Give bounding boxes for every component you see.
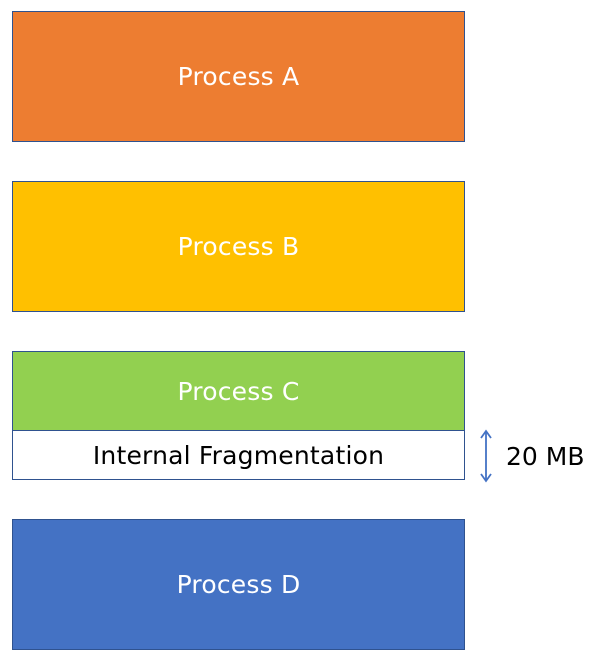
fragment-size-label: 20 MB [506, 442, 585, 471]
fragment-size-annotation: 20 MB [476, 428, 596, 484]
process-a-label: Process A [177, 62, 300, 91]
double-arrow-icon [480, 429, 492, 483]
process-d-block: Process D [12, 519, 465, 650]
internal-fragmentation-label: Internal Fragmentation [92, 440, 385, 470]
internal-fragmentation-block: Internal Fragmentation [12, 430, 465, 480]
process-a-block: Process A [12, 11, 465, 142]
process-b-label: Process B [177, 232, 300, 261]
process-c-block: Process C [12, 351, 465, 430]
process-c-label: Process C [177, 376, 300, 406]
process-b-block: Process B [12, 181, 465, 312]
process-d-label: Process D [176, 570, 301, 599]
